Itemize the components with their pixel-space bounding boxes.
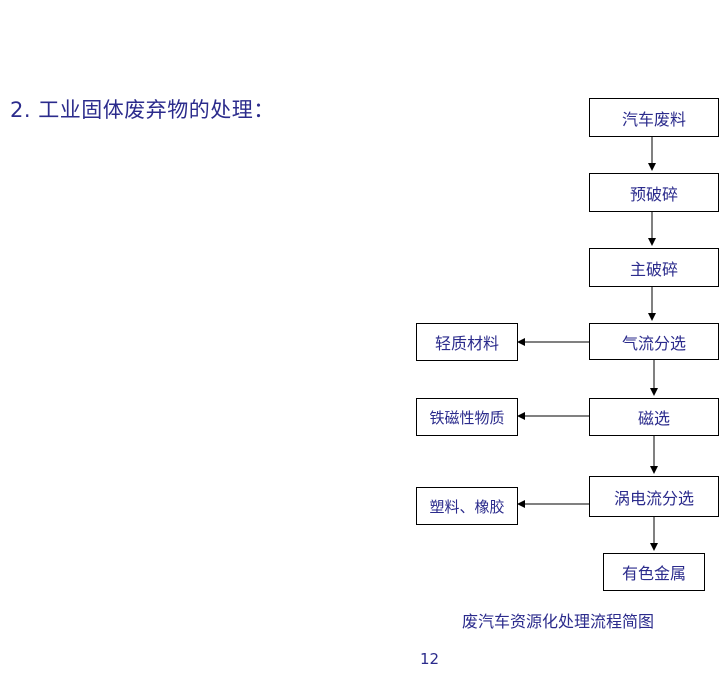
step-nonferrous-metals: 有色金属	[603, 553, 705, 591]
step-main-crushing: 主破碎	[589, 248, 719, 287]
step-eddy-current-separation: 涡电流分选	[589, 476, 719, 517]
figure-caption: 废汽车资源化处理流程简图	[462, 612, 655, 631]
slide-heading: 2. 工业固体废弃物的处理：	[10, 98, 275, 122]
step-car-scrap: 汽车废料	[589, 98, 719, 137]
step-air-separation: 气流分选	[589, 323, 719, 360]
page-number: 12	[420, 650, 440, 668]
output-light-materials: 轻质材料	[416, 323, 518, 361]
output-plastic-rubber: 塑料、橡胶	[416, 487, 518, 525]
step-pre-crushing: 预破碎	[589, 173, 719, 212]
output-ferromagnetic-substances: 铁磁性物质	[416, 398, 518, 436]
step-magnetic-separation: 磁选	[589, 398, 719, 436]
